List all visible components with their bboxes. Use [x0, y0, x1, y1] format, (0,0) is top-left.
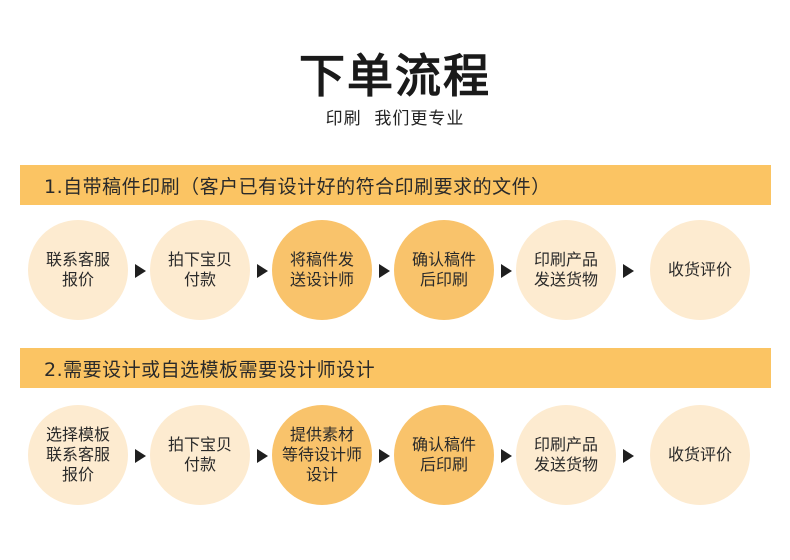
- flow-step: 提供素材 等待设计师 设计: [272, 405, 372, 505]
- flow-step-label: 确认稿件 后印刷: [411, 435, 476, 474]
- arrow-icon: [501, 449, 512, 463]
- arrow-icon: [257, 449, 268, 463]
- flow-step-label: 收货评价: [667, 445, 732, 464]
- flow-step-label: 提供素材 等待设计师 设计: [281, 425, 362, 484]
- flow-step-label: 印刷产品 发送货物: [533, 250, 598, 289]
- arrow-icon: [379, 264, 390, 278]
- flow-step: 印刷产品 发送货物: [516, 405, 616, 505]
- page-title: 下单流程: [299, 49, 491, 103]
- section-1-flow: 联系客服 报价 拍下宝贝 付款 将稿件发 送设计师 确认稿件 后印刷 印刷产品 …: [0, 220, 790, 324]
- section-1-banner: 1.自带稿件印刷（客户已有设计好的符合印刷要求的文件）: [20, 165, 771, 205]
- flow-step-label: 选择模板 联系客服 报价: [45, 425, 110, 484]
- arrow-icon: [623, 264, 634, 278]
- flow-step-label: 收货评价: [667, 260, 732, 279]
- flow-step: 拍下宝贝 付款: [150, 220, 250, 320]
- flow-step-label: 确认稿件 后印刷: [411, 250, 476, 289]
- arrow-icon: [501, 264, 512, 278]
- flow-step: 确认稿件 后印刷: [394, 405, 494, 505]
- flow-step: 选择模板 联系客服 报价: [28, 405, 128, 505]
- flow-step: 收货评价: [650, 405, 750, 505]
- flow-step: 拍下宝贝 付款: [150, 405, 250, 505]
- arrow-icon: [135, 449, 146, 463]
- flow-step: 收货评价: [650, 220, 750, 320]
- flow-step: 将稿件发 送设计师: [272, 220, 372, 320]
- arrow-icon: [623, 449, 634, 463]
- flow-step-label: 联系客服 报价: [45, 250, 110, 289]
- section-2-banner: 2.需要设计或自选模板需要设计师设计: [20, 348, 771, 388]
- page-subtitle: 印刷 我们更专业: [325, 109, 465, 129]
- arrow-icon: [379, 449, 390, 463]
- flow-step-label: 拍下宝贝 付款: [167, 435, 232, 474]
- section-2-flow: 选择模板 联系客服 报价 拍下宝贝 付款 提供素材 等待设计师 设计 确认稿件 …: [0, 405, 790, 509]
- flow-step-label: 将稿件发 送设计师: [289, 250, 354, 289]
- flow-step: 确认稿件 后印刷: [394, 220, 494, 320]
- flow-step: 联系客服 报价: [28, 220, 128, 320]
- flow-step-label: 印刷产品 发送货物: [533, 435, 598, 474]
- arrow-icon: [257, 264, 268, 278]
- flow-step-label: 拍下宝贝 付款: [167, 250, 232, 289]
- flow-step: 印刷产品 发送货物: [516, 220, 616, 320]
- arrow-icon: [135, 264, 146, 278]
